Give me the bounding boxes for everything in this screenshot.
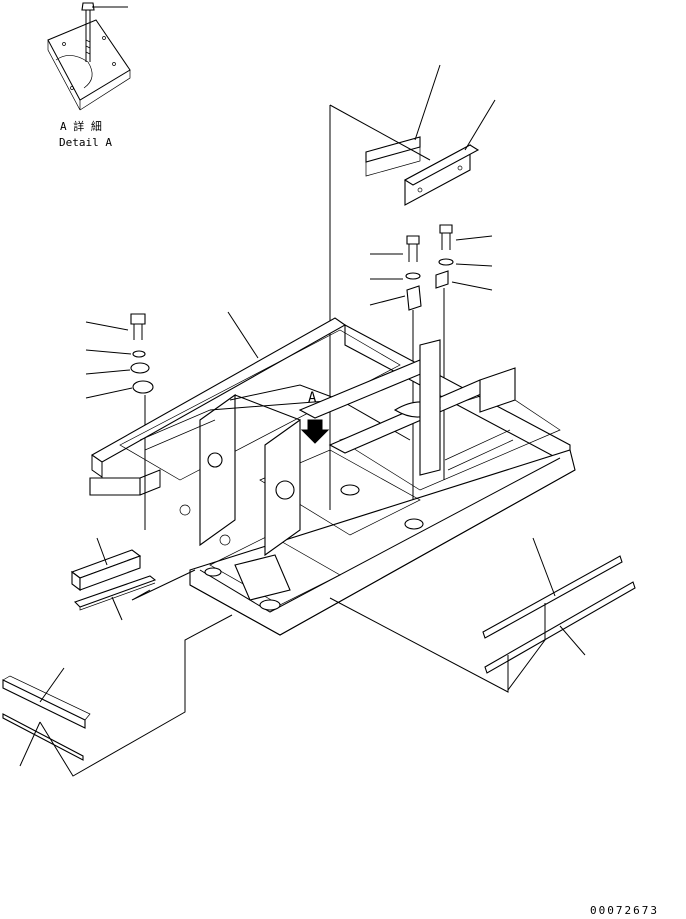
detail-a-inset: [47, 2, 131, 111]
drawing-number: 00072673: [590, 904, 659, 917]
cover-plate-thin: [365, 136, 421, 177]
strip-plate-lower: [73, 575, 157, 611]
bolt-stack-right-a: [405, 235, 422, 311]
detail-label-jp: A 詳 細: [60, 119, 102, 133]
bolt-stack-right-b: [435, 224, 454, 289]
view-marker-label: A: [308, 390, 317, 406]
strip-block-upper: [70, 549, 142, 592]
detail-label-en: Detail A: [59, 136, 112, 149]
long-strip-left-upper: [2, 675, 91, 729]
cover-plate-thick: [403, 144, 480, 206]
long-strip-left-lower: [2, 713, 84, 761]
view-arrow-a: [300, 419, 330, 444]
bolt-stack-left: [130, 313, 154, 394]
revolving-frame: [89, 317, 576, 636]
long-strip-right-upper: [482, 555, 623, 639]
detail-bolt: [81, 2, 95, 62]
long-strip-right-lower: [484, 581, 636, 674]
